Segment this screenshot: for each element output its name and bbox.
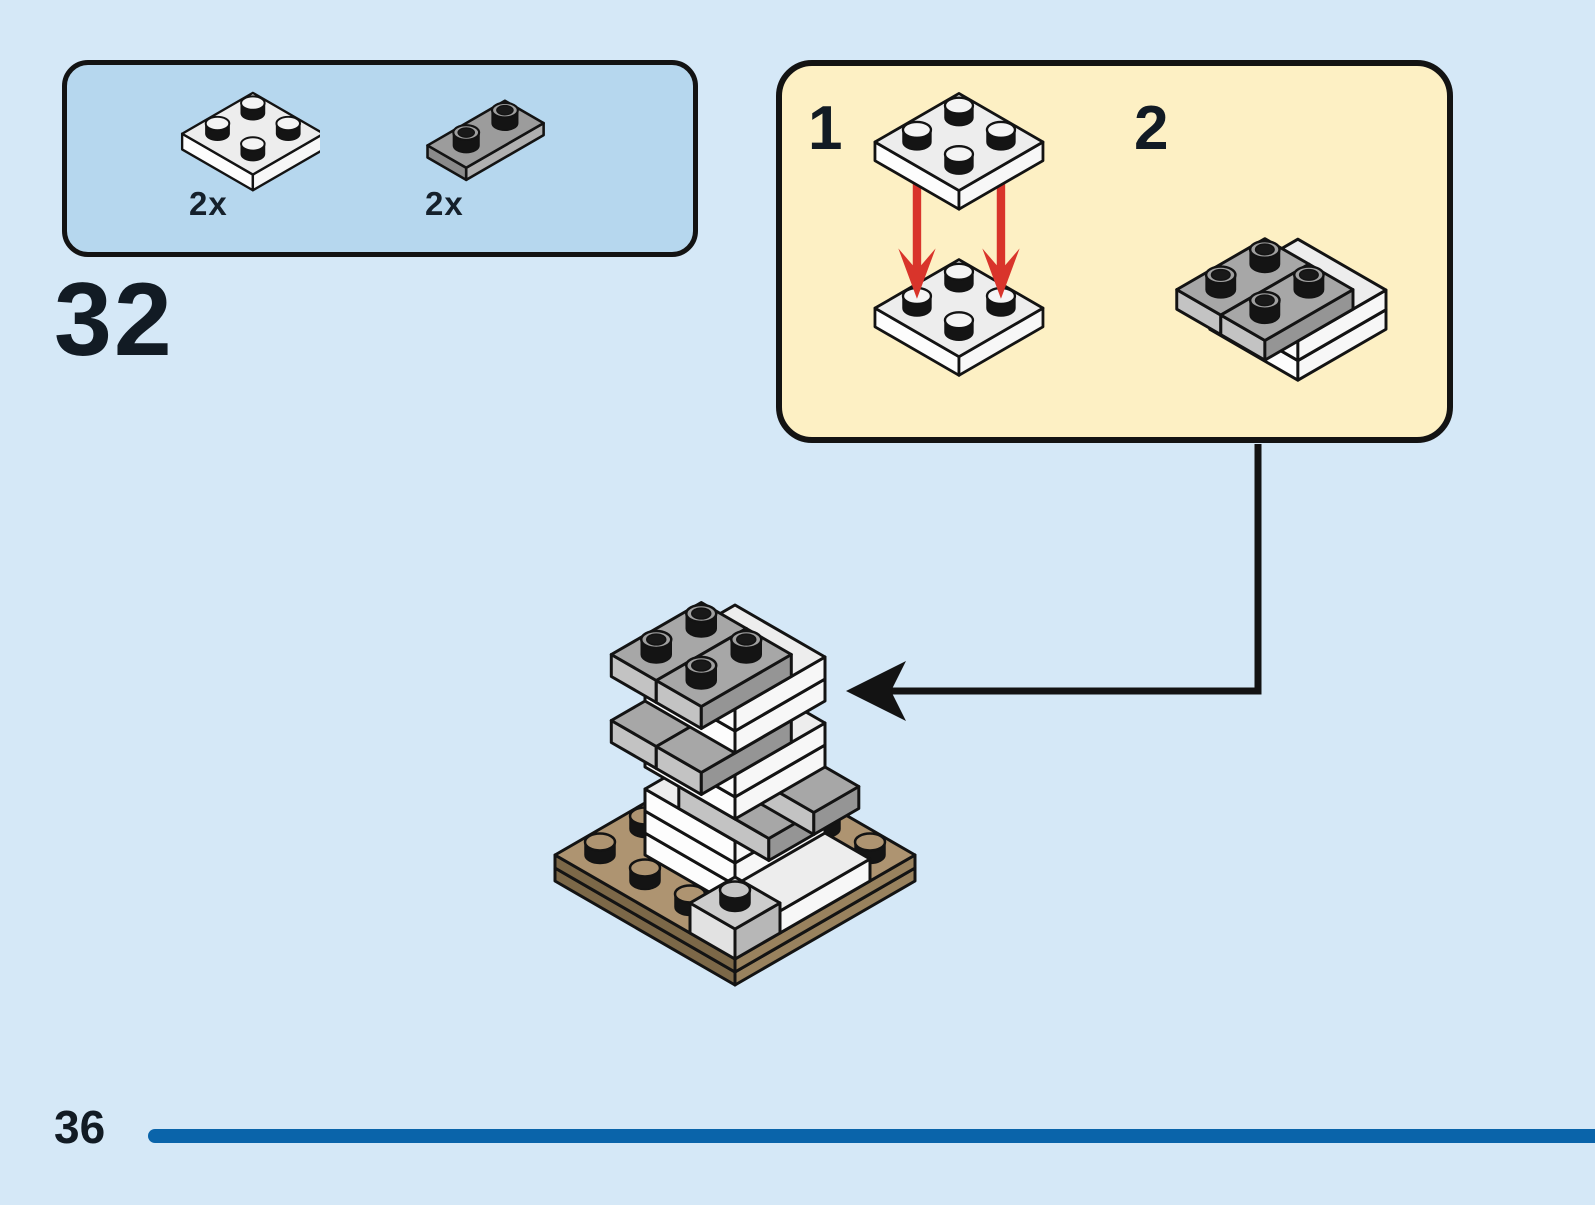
page-number: 36 [54, 1101, 106, 1153]
gray-1x2-plate-icon [426, 99, 545, 182]
substep-2-label: 2 [1134, 94, 1169, 163]
footer-bar [148, 1129, 1595, 1143]
step-number: 32 [54, 262, 174, 378]
substep-1-diagram [873, 92, 1045, 377]
substep-2-diagram [1175, 237, 1388, 382]
white-2x2-plate-icon [180, 91, 320, 192]
substep-1-label: 1 [808, 94, 843, 163]
part-count-white: 2x [189, 185, 228, 222]
model-diagram [553, 601, 917, 987]
parts-panel: 2x 2x [62, 60, 698, 257]
substep-callout: 1 2 [776, 60, 1453, 443]
part-count-gray: 2x [425, 185, 464, 222]
